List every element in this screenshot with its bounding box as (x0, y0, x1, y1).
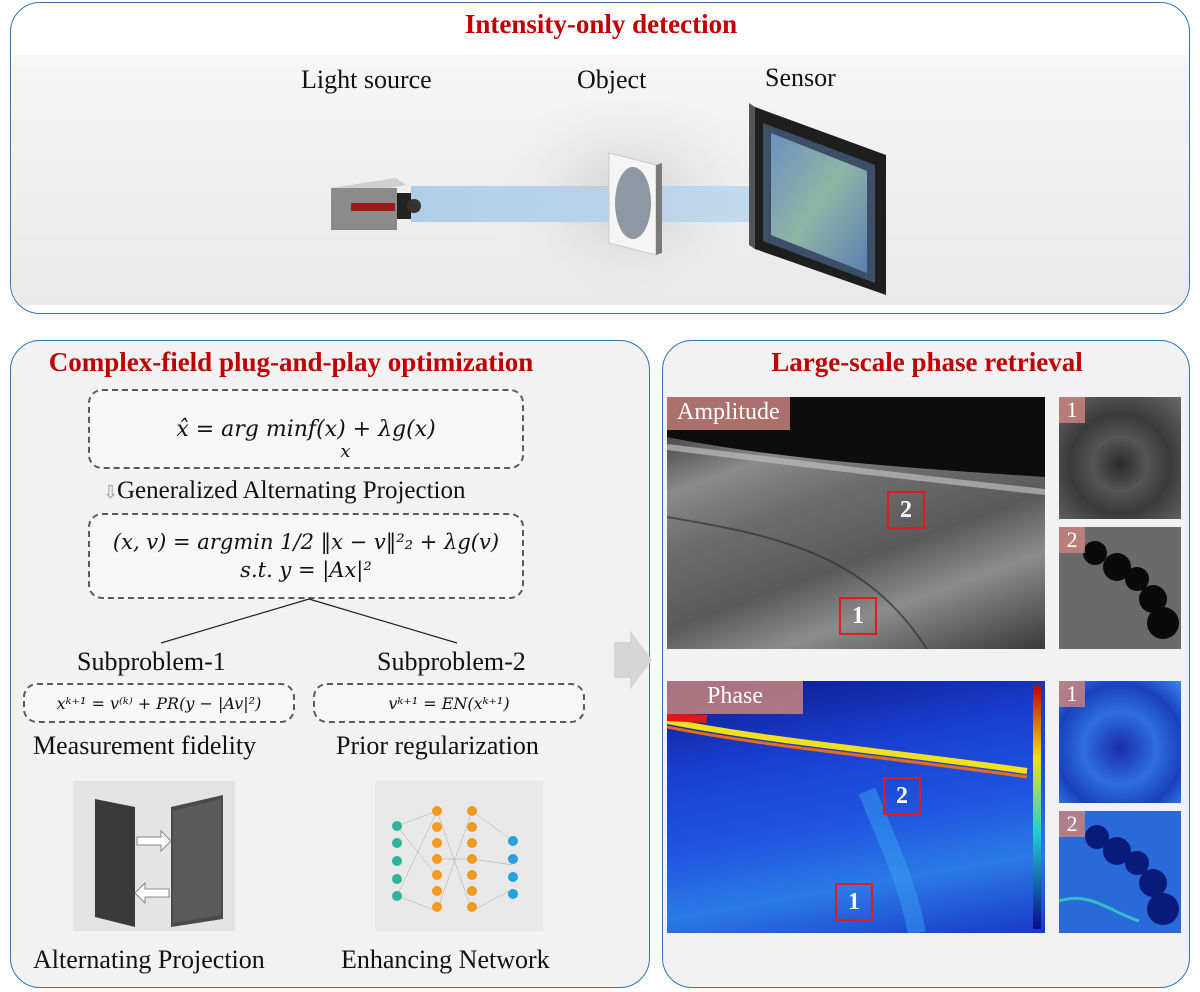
gap-equation-line1: (x, v) = argmin 1/2 ‖x − v‖²₂ + λg(v) (112, 530, 500, 554)
neural-network-drawing (392, 806, 518, 912)
sensor-label: Sensor (765, 63, 836, 92)
amplitude-roi-2: 2 (887, 491, 925, 529)
panel-title-pnp: Complex-field plug-and-play optimization (48, 347, 534, 377)
down-arrow-icon: ⇩ (103, 482, 119, 502)
subproblem-1-equation: xᵏ⁺¹ = v⁽ᵏ⁾ + PR(y − |Av|²) (56, 693, 262, 713)
phase-roi-1: 1 (835, 883, 873, 921)
amplitude-zoom-2-tag: 2 (1059, 527, 1085, 553)
phase-zoom-2: 2 (1059, 811, 1181, 933)
prior-regularization-label: Prior regularization (336, 731, 539, 760)
gap-label: ⇩Generalized Alternating Projection (103, 477, 466, 505)
pnp-optimization-panel: Complex-field plug-and-play optimization… (10, 340, 650, 988)
amplitude-zoom-2-texture (1083, 541, 1179, 639)
amplitude-zoom-1-tag: 1 (1059, 397, 1085, 423)
enhancing-network-illustration (375, 781, 543, 931)
phase-texture (667, 685, 1041, 933)
phase-retrieval-panel: Large-scale phase retrieval Amplitude 2 … (662, 340, 1190, 988)
phase-image: Phase 2 1 (667, 681, 1045, 933)
flow-arrow-icon (614, 630, 652, 690)
object-slide-icon (608, 152, 662, 256)
objective-equation-subscript: x (340, 440, 351, 462)
panel-title-intensity: Intensity-only detection (464, 9, 738, 39)
light-beam (411, 186, 781, 222)
amplitude-zoom-2: 2 (1059, 527, 1181, 649)
panel-title-retrieval: Large-scale phase retrieval (771, 347, 1083, 377)
gap-equation-line2: s.t. y = |Ax|² (240, 558, 372, 582)
phase-zoom-2-texture (1059, 825, 1179, 925)
objective-equation: x̂ = arg minf(x) + λg(x) x (176, 416, 436, 462)
subproblem-2-label: Subproblem-2 (377, 647, 526, 676)
phase-tag: Phase (667, 681, 803, 714)
amplitude-image: Amplitude 2 1 (667, 397, 1045, 649)
phase-roi-2: 2 (883, 777, 921, 815)
measurement-fidelity-label: Measurement fidelity (33, 731, 257, 760)
alternating-projection-drawing (95, 795, 223, 927)
optical-setup-illustration (331, 88, 886, 308)
sensor-icon (749, 103, 886, 295)
branch-lines (160, 598, 458, 644)
subproblem-2-equation: vᵏ⁺¹ = EN(xᵏ⁺¹) (388, 693, 510, 713)
alternating-projection-label: Alternating Projection (33, 945, 265, 974)
subproblem-1-label: Subproblem-1 (77, 647, 226, 676)
amplitude-tag: Amplitude (667, 397, 790, 430)
objective-equation-text: x̂ = arg minf(x) + λg(x) (176, 416, 436, 442)
alternating-projection-illustration (73, 781, 235, 931)
subproblem-1-equation-box: xᵏ⁺¹ = v⁽ᵏ⁾ + PR(y − |Av|²) (23, 683, 295, 723)
gap-label-text: Generalized Alternating Projection (117, 477, 466, 504)
enhancing-network-label: Enhancing Network (341, 945, 550, 974)
objective-equation-box: x̂ = arg minf(x) + λg(x) x (88, 389, 524, 469)
amplitude-roi-1: 1 (839, 597, 877, 635)
intensity-detection-panel: Intensity-only detection Light source Ob… (10, 2, 1190, 314)
light-source-label: Light source (301, 65, 432, 94)
light-source-icon (331, 178, 421, 230)
phase-zoom-1: 1 (1059, 681, 1181, 803)
phase-zoom-2-tag: 2 (1059, 811, 1085, 837)
amplitude-zoom-1: 1 (1059, 397, 1181, 519)
subproblem-2-equation-box: vᵏ⁺¹ = EN(xᵏ⁺¹) (313, 683, 585, 723)
phase-zoom-1-tag: 1 (1059, 681, 1085, 707)
gap-equation-box: (x, v) = argmin 1/2 ‖x − v‖²₂ + λg(v) s.… (88, 513, 524, 599)
